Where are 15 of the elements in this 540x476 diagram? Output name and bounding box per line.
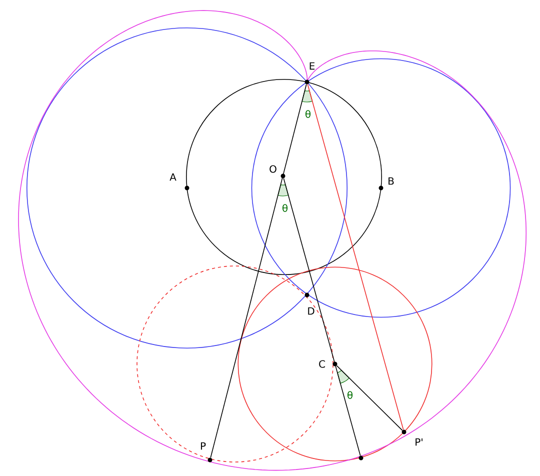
point-label: P [200, 442, 206, 450]
angle-label: θ [306, 110, 311, 118]
line-segment [307, 84, 404, 430]
angle-label: θ [282, 204, 288, 212]
line-segment [283, 178, 361, 456]
point-label: D [308, 307, 314, 315]
point-label: C [319, 360, 325, 368]
point-label: B [388, 177, 394, 185]
line-segment [336, 365, 403, 431]
point-label: A [170, 173, 176, 181]
line-segment [210, 84, 307, 458]
point-label: O [270, 165, 276, 173]
point-label: P' [416, 438, 422, 446]
point-label: E [310, 62, 315, 70]
angle-label: θ [348, 391, 353, 399]
